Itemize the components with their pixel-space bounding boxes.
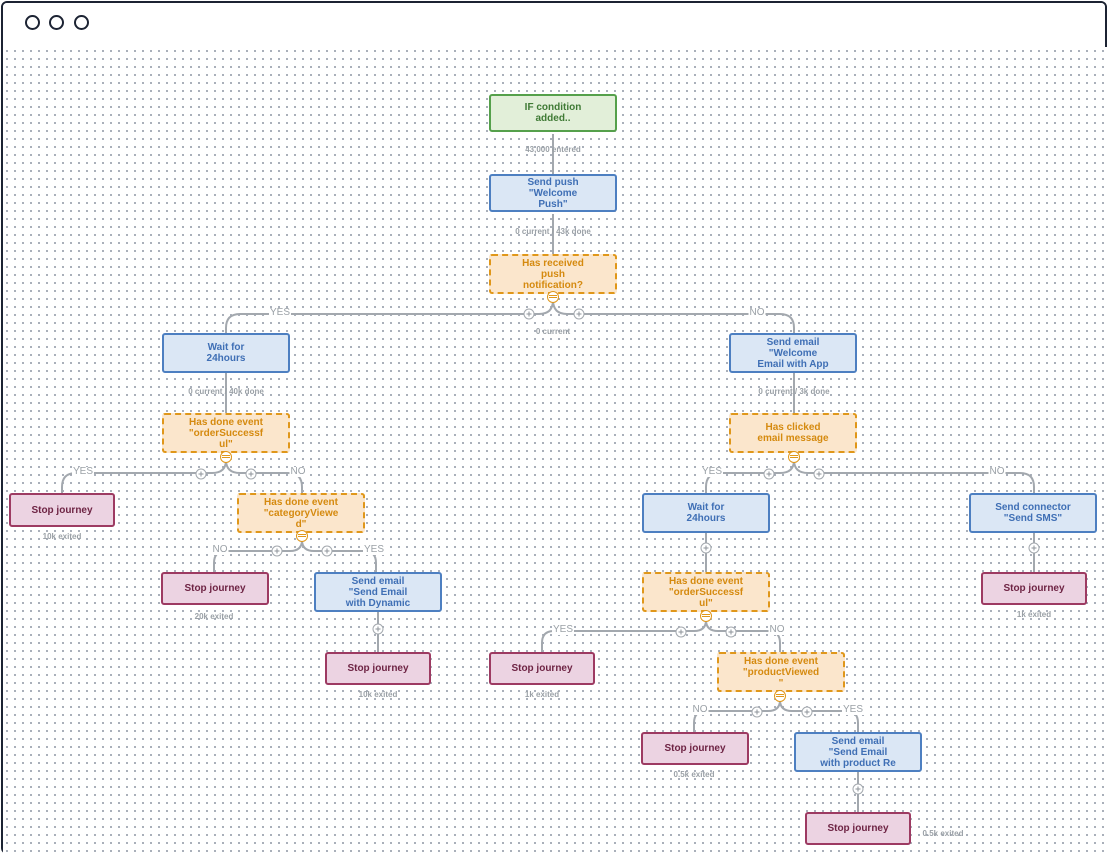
node-has-received-push[interactable]: Has received push notification? [489,254,617,294]
add-step-icon[interactable] [321,545,333,557]
branch-label-no: NO [289,466,307,477]
node-send-email-dynamic[interactable]: Send email "Send Email with Dynamic [314,572,442,612]
node-done-order-left[interactable]: Has done event "orderSuccessf ul" [162,413,290,453]
window-titlebar [3,3,1105,49]
node-has-clicked-email[interactable]: Has clicked email message [729,413,857,453]
node-send-email-product[interactable]: Send email "Send Email with product Re [794,732,922,772]
collapse-branch-icon[interactable] [220,451,232,463]
branch-label-yes: YES [268,307,292,318]
node-stat: 0 current [535,327,571,336]
node-stat: 20k exited [194,612,234,621]
add-step-icon[interactable] [700,542,712,554]
node-stat: 1k exited [1016,610,1052,619]
node-stop-journey[interactable]: Stop journey [325,652,431,685]
add-step-icon[interactable] [245,468,257,480]
node-stop-journey[interactable]: Stop journey [161,572,269,605]
node-send-email-welcome[interactable]: Send email "Welcome Email with App [729,333,857,373]
node-stat: 10k exited [42,532,82,541]
node-wait-24h-left[interactable]: Wait for 24hours [162,333,290,373]
collapse-branch-icon[interactable] [774,690,786,702]
collapse-branch-icon[interactable] [700,610,712,622]
add-step-icon[interactable] [372,623,384,635]
node-stat: 0 current / 40k done [188,387,264,396]
node-stat: 0 current / 43k done [515,227,591,236]
node-if-condition[interactable]: IF condition added.. [489,94,617,132]
node-stop-journey[interactable]: Stop journey [805,812,911,845]
node-done-order-right[interactable]: Has done event "orderSuccessf ul" [642,572,770,612]
add-step-icon[interactable] [763,468,775,480]
node-stop-journey[interactable]: Stop journey [641,732,749,765]
branch-label-no: NO [988,466,1006,477]
node-done-product-viewed[interactable]: Has done event "productViewed " [717,652,845,692]
add-step-icon[interactable] [271,545,283,557]
circle-icon[interactable] [49,15,64,30]
branch-label-no: NO [691,704,709,715]
add-step-icon[interactable] [675,626,687,638]
add-step-icon[interactable] [751,706,763,718]
branch-label-no: NO [211,544,229,555]
branch-label-yes: YES [362,544,386,555]
add-step-icon[interactable] [801,706,813,718]
add-step-icon[interactable] [725,626,737,638]
branch-label-no: NO [748,307,766,318]
circle-icon[interactable] [74,15,89,30]
node-send-connector-sms[interactable]: Send connector "Send SMS" [969,493,1097,533]
node-stop-journey[interactable]: Stop journey [9,493,115,527]
add-step-icon[interactable] [852,783,864,795]
node-stat: 0 current / 3k done [758,387,830,396]
node-stat: 10k exited [358,690,398,699]
branch-label-yes: YES [71,466,95,477]
node-stop-journey[interactable]: Stop journey [489,652,595,685]
add-step-icon[interactable] [195,468,207,480]
node-stat: 43,000 entered [525,145,581,154]
node-stat: 0.5k exited [922,829,964,838]
add-step-icon[interactable] [523,308,535,320]
node-stop-journey[interactable]: Stop journey [981,572,1087,605]
branch-label-yes: YES [700,466,724,477]
node-done-category-viewed[interactable]: Has done event "categoryViewe d" [237,493,365,533]
collapse-branch-icon[interactable] [547,291,559,303]
node-send-push[interactable]: Send push "Welcome Push" [489,174,617,212]
add-step-icon[interactable] [1028,542,1040,554]
branch-label-no: NO [768,624,786,635]
collapse-branch-icon[interactable] [788,451,800,463]
branch-label-yes: YES [551,624,575,635]
collapse-branch-icon[interactable] [296,530,308,542]
circle-icon[interactable] [25,15,40,30]
node-wait-24h-right[interactable]: Wait for 24hours [642,493,770,533]
node-stat: 0.5k exited [673,770,715,779]
add-step-icon[interactable] [813,468,825,480]
branch-label-yes: YES [841,704,865,715]
node-stat: 1k exited [524,690,560,699]
add-step-icon[interactable] [573,308,585,320]
